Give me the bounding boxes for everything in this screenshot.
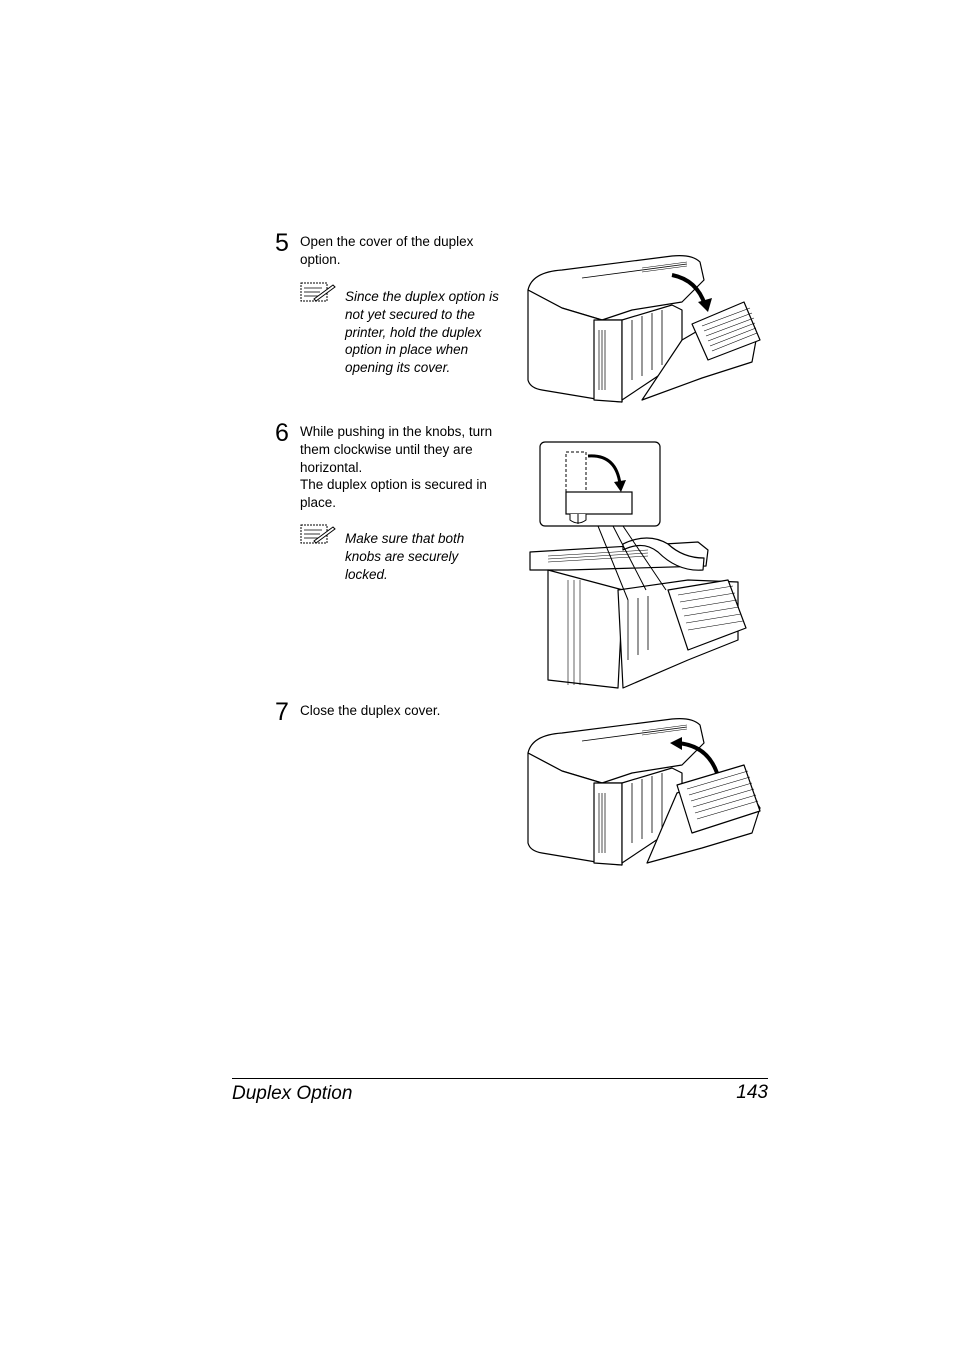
footer-divider: [232, 1078, 768, 1079]
step-instruction: Open the cover of the duplex option.: [300, 234, 474, 267]
footer-page-number: 143: [736, 1082, 768, 1103]
footer-section-title: Duplex Option: [232, 1083, 353, 1104]
note-icon: [300, 282, 336, 302]
printer-open-cover-illustration: [527, 255, 761, 403]
step-number: 6: [275, 419, 289, 447]
step-instruction: Close the duplex cover.: [300, 703, 441, 718]
step-instruction: While pushing in the knobs, turn them cl…: [300, 424, 493, 511]
note-icon: [300, 524, 336, 544]
note-text: Make sure that both knobs are securely l…: [345, 531, 465, 582]
note-text: Since the duplex option is not yet secur…: [345, 289, 499, 376]
printer-close-cover-illustration: [527, 718, 761, 866]
step-number: 7: [275, 698, 289, 726]
step-number: 5: [275, 229, 289, 257]
knob-lock-illustration: [529, 441, 747, 689]
